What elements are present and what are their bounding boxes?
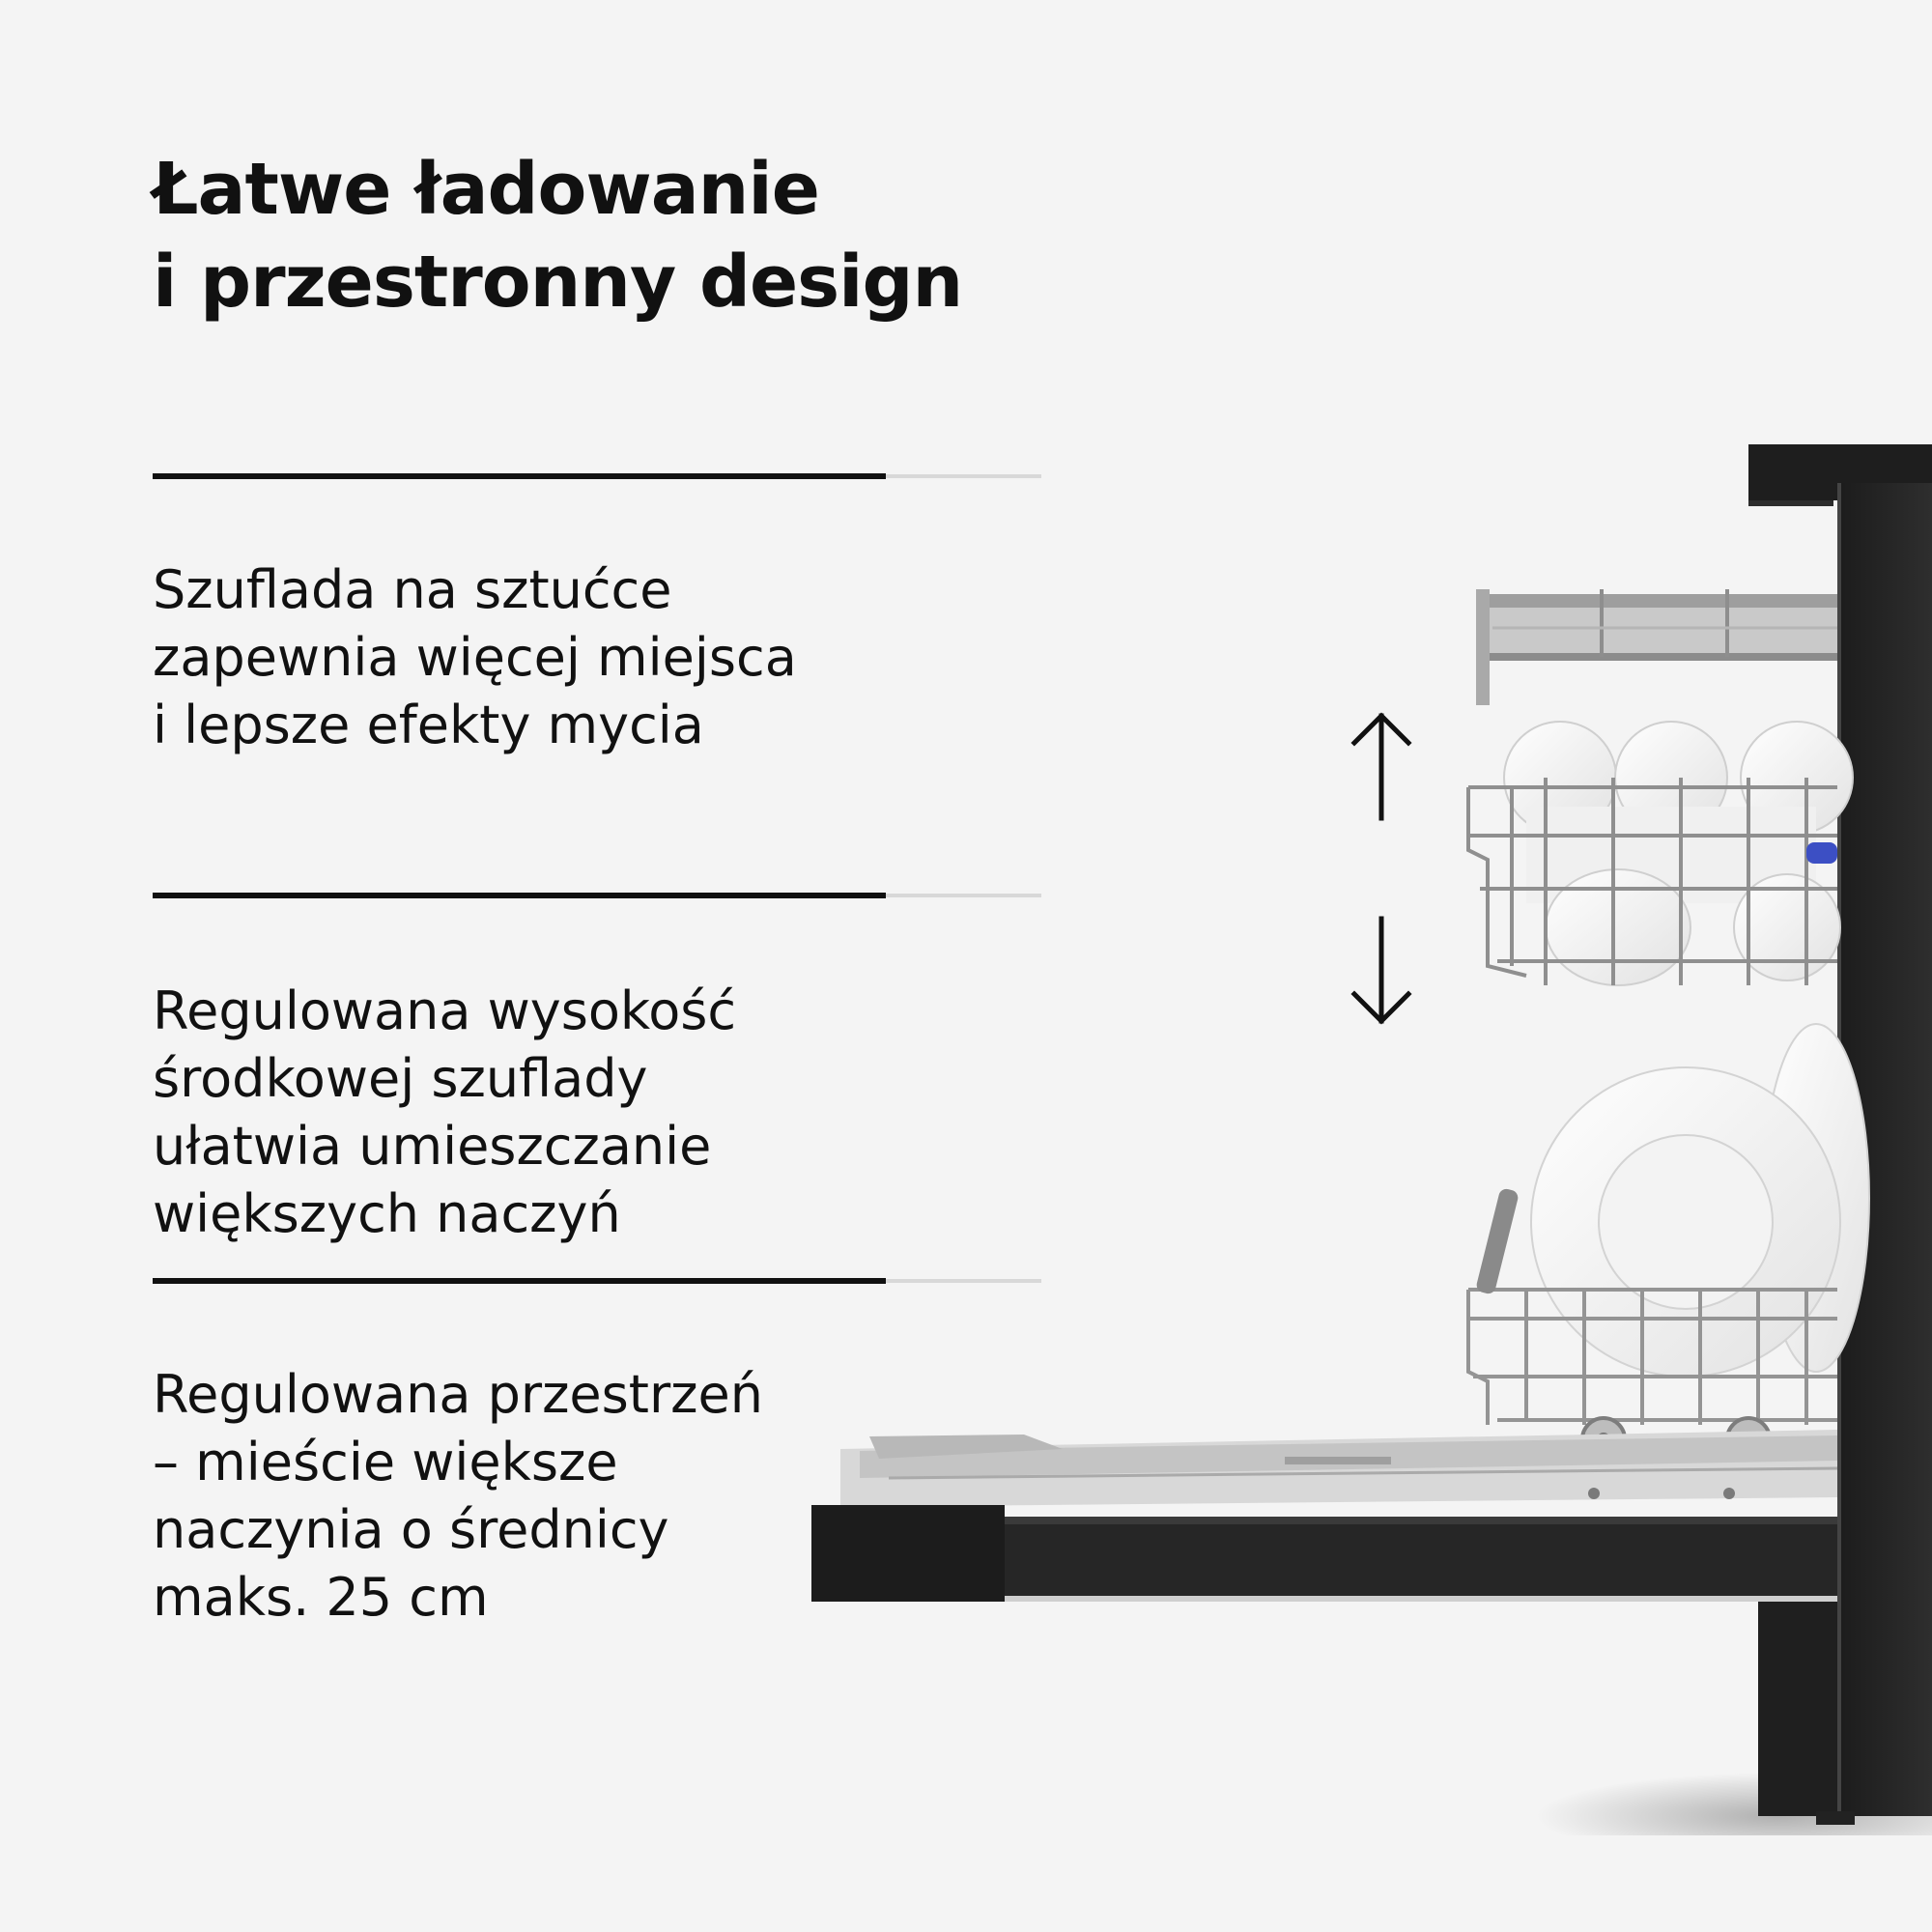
feature-divider [153,1278,1041,1284]
feature-divider [153,893,1041,898]
page-title: Łatwe ładowanie i przestronny design [153,143,963,328]
title-line-1: Łatwe ładowanie [153,148,820,231]
feature-description: Regulowana przestrzeń – mieście większe … [153,1364,763,1628]
height-adjust-arrows [1350,712,1412,1025]
divider-progress [153,1278,886,1284]
arrow-up-icon [1350,712,1412,821]
arrow-down-icon [1350,916,1412,1025]
open-door [811,1430,1838,1602]
feature-description: Szuflada na sztućce zapewnia więcej miej… [153,559,797,755]
feature-adjustable-height: Regulowana wysokość środkowej szuflady u… [153,893,1041,1244]
title-line-2: i przestronny design [153,241,963,324]
feature-description: Regulowana wysokość środkowej szuflady u… [153,980,737,1244]
dishwasher-illustration [811,444,1932,1835]
blue-clip [1806,842,1837,864]
lower-rack [1466,1023,1870,1463]
cutlery-drawer [1476,589,1837,705]
divider-progress [153,893,886,898]
feature-divider [153,473,1041,479]
divider-progress [153,473,886,479]
feature-cutlery-drawer: Szuflada na sztućce zapewnia więcej miej… [153,473,1041,755]
feature-adjustable-space: Regulowana przestrzeń – mieście większe … [153,1278,1041,1628]
middle-rack [1466,721,1854,986]
